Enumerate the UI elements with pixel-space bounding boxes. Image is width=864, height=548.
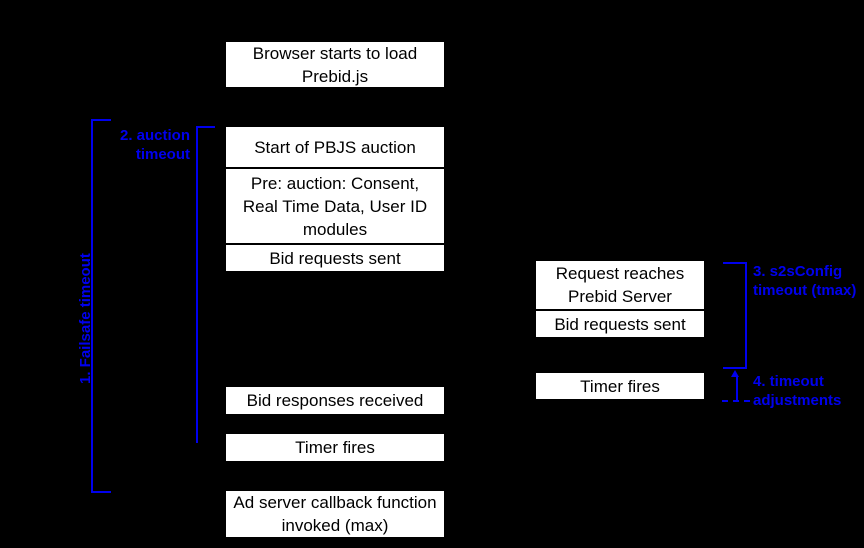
- node-ad-server-callback: Ad server callback function invoked (max…: [225, 490, 445, 538]
- node-bid-requests-sent: Bid requests sent: [225, 244, 445, 272]
- node-bid-responses-received-label: Bid responses received: [246, 391, 424, 410]
- timeout-adjustments-label: 4. timeout adjustments: [753, 373, 842, 409]
- auction-bracket-spine: [196, 126, 198, 443]
- failsafe-bracket-spine: [91, 119, 93, 493]
- node-server-timer-fires: Timer fires: [535, 372, 705, 400]
- auction-bracket-top-tick: [196, 126, 215, 128]
- s2sconfig-bracket-top-tick: [723, 262, 747, 264]
- timeout-adjustments-arrow-head: [731, 370, 739, 377]
- node-bid-requests-sent-label: Bid requests sent: [269, 248, 401, 268]
- node-auction-start-label: Start of PBJS auction: [254, 137, 416, 157]
- node-bid-responses-received: Bid responses received: [225, 386, 445, 415]
- node-server-timer-fires-label: Timer fires: [580, 376, 660, 396]
- node-server-bid-requests-sent: Bid requests sent: [535, 310, 705, 338]
- timeout-adjustments-dashed-baseline: [722, 400, 750, 402]
- s2sconfig-timeout-label: 3. s2sConfig timeout (tmax): [753, 263, 857, 299]
- node-browser-load: Browser starts to load Prebid.js: [225, 41, 445, 88]
- node-server-bid-requests-sent-label: Bid requests sent: [554, 314, 686, 334]
- node-browser-load-label: Browser starts to load Prebid.js: [252, 43, 418, 86]
- node-timer-fires-label: Timer fires: [295, 438, 375, 457]
- s2sconfig-bracket-spine: [745, 262, 747, 368]
- node-timer-fires: Timer fires: [225, 433, 445, 462]
- auction-timeout-label: 2. auction timeout: [119, 127, 190, 163]
- s2sconfig-bracket-bottom-tick: [723, 367, 747, 369]
- failsafe-bracket-top-tick: [91, 119, 111, 121]
- node-request-reaches-server-label: Request reaches Prebid Server: [555, 264, 685, 306]
- node-pre-auction: Pre: auction: Consent, Real Time Data, U…: [225, 168, 445, 244]
- node-pre-auction-label: Pre: auction: Consent, Real Time Data, U…: [242, 173, 428, 239]
- timeout-adjustments-arrow-shaft: [736, 377, 738, 401]
- failsafe-timeout-label: 1. Failsafe timeout: [77, 253, 94, 384]
- node-request-reaches-server: Request reaches Prebid Server: [535, 260, 705, 310]
- node-ad-server-callback-label: Ad server callback function invoked (max…: [233, 493, 437, 535]
- failsafe-bracket-bottom-tick: [91, 491, 111, 493]
- node-auction-start: Start of PBJS auction: [225, 126, 445, 168]
